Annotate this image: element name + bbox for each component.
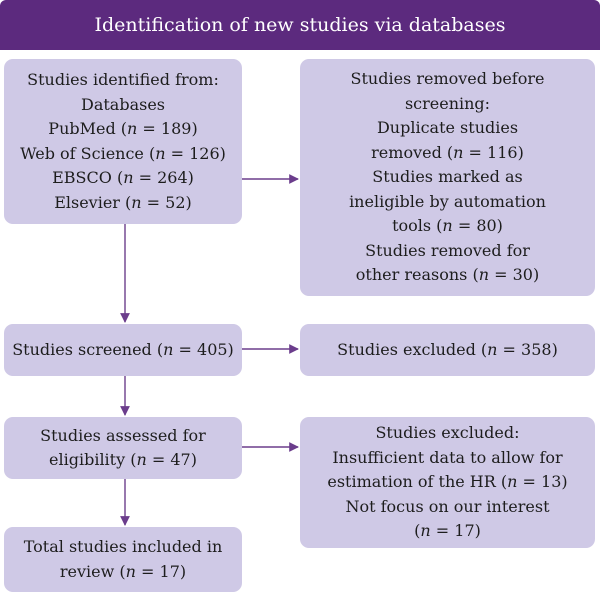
box-text-line: Studies marked as bbox=[372, 167, 523, 187]
line-prefix: review ( bbox=[59, 561, 126, 581]
box-text-line: screening: bbox=[404, 93, 491, 113]
n-symbol: n bbox=[125, 561, 136, 581]
line-count: = 80) bbox=[452, 216, 503, 236]
line-count: = 264) bbox=[133, 168, 194, 187]
box-text-line: other reasons (n = 30) bbox=[356, 263, 539, 288]
box-text-line: Studies excluded (n = 358) bbox=[337, 338, 558, 363]
box-text-line: Studies screened (n = 405) bbox=[12, 338, 234, 363]
box-text-line: Not focus on our interest bbox=[345, 496, 550, 516]
included-box: Total studies included in review (n = 17) bbox=[4, 527, 242, 592]
box-text-line: Insufficient data to allow for bbox=[332, 447, 563, 467]
box-text-line: Elsevier (n = 52) bbox=[54, 191, 192, 216]
assessed-box: Studies assessed for eligibility (n = 47) bbox=[4, 417, 242, 479]
line-count: = 116) bbox=[463, 142, 524, 162]
box-text-line: eligibility (n = 47) bbox=[49, 448, 197, 473]
line-count: = 126) bbox=[165, 143, 226, 163]
line-count: = 405) bbox=[173, 339, 234, 359]
excluded-screening-box: Studies excluded (n = 358) bbox=[300, 324, 595, 376]
removed-before-screening-box: Studies removed before screening: Duplicat… bbox=[300, 59, 595, 296]
n-symbol: n bbox=[453, 142, 464, 162]
line-prefix: Elsevier ( bbox=[54, 192, 132, 212]
line-prefix: PubMed ( bbox=[48, 119, 128, 138]
box-text-line: estimation of the HR (n = 13) bbox=[327, 470, 567, 495]
diagram-header: Identification of new studies via databa… bbox=[0, 0, 600, 50]
line-prefix: EBSCO ( bbox=[52, 168, 124, 187]
n-symbol: n bbox=[131, 192, 142, 212]
n-symbol: n bbox=[163, 339, 174, 359]
box-text-line: ineligible by automation bbox=[349, 191, 546, 211]
box-text-line: Web of Science (n = 126) bbox=[20, 142, 226, 167]
line-prefix: eligibility ( bbox=[49, 450, 137, 469]
box-text-line: Studies removed before bbox=[350, 69, 545, 89]
n-symbol: n bbox=[478, 265, 490, 285]
n-symbol: n bbox=[420, 521, 431, 541]
box-text-line: removed (n = 116) bbox=[371, 141, 524, 166]
line-count: = 17) bbox=[135, 561, 187, 581]
box-text-line: Studies excluded: bbox=[375, 423, 520, 443]
line-prefix: ( bbox=[414, 521, 421, 541]
line-prefix: other reasons ( bbox=[355, 265, 479, 285]
n-symbol: n bbox=[507, 472, 518, 492]
box-text-line: tools (n = 80) bbox=[392, 214, 503, 239]
screened-box: Studies screened (n = 405) bbox=[4, 324, 242, 376]
line-prefix: Web of Science ( bbox=[20, 143, 156, 163]
line-count: = 30) bbox=[489, 265, 540, 285]
line-count: = 47) bbox=[146, 450, 197, 469]
line-count: = 17) bbox=[430, 521, 481, 541]
n-symbol: n bbox=[136, 450, 147, 469]
n-symbol: n bbox=[155, 143, 166, 163]
box-text-line: Studies removed for bbox=[365, 240, 530, 260]
box-text-line: review (n = 17) bbox=[60, 560, 186, 585]
box-text-line: Studies identified from: bbox=[27, 70, 219, 89]
line-prefix: Studies excluded ( bbox=[337, 339, 488, 359]
line-count: = 189) bbox=[137, 119, 198, 138]
line-prefix: tools ( bbox=[392, 216, 443, 236]
line-count: = 358) bbox=[497, 339, 558, 359]
excluded-eligibility-box: Studies excluded: Insufficient data to al… bbox=[300, 417, 595, 548]
box-text-line: Duplicate studies bbox=[376, 118, 519, 138]
line-prefix: Studies screened ( bbox=[12, 339, 164, 359]
box-text-line: (n = 17) bbox=[414, 519, 481, 544]
box-text-line: PubMed (n = 189) bbox=[48, 117, 197, 142]
n-symbol: n bbox=[123, 168, 134, 187]
line-prefix: removed ( bbox=[371, 142, 454, 162]
header-title: Identification of new studies via databa… bbox=[94, 14, 506, 36]
n-symbol: n bbox=[442, 216, 453, 236]
box-text-line: Studies assessed for bbox=[40, 425, 206, 445]
line-prefix: estimation of the HR ( bbox=[327, 472, 508, 492]
box-text-line: Databases bbox=[80, 94, 165, 114]
box-text-line: EBSCO (n = 264) bbox=[52, 166, 194, 191]
line-count: = 52) bbox=[141, 192, 192, 212]
box-text-line: Total studies included in bbox=[23, 537, 223, 556]
line-count: = 13) bbox=[517, 472, 568, 492]
n-symbol: n bbox=[127, 119, 138, 138]
n-symbol: n bbox=[487, 339, 498, 359]
